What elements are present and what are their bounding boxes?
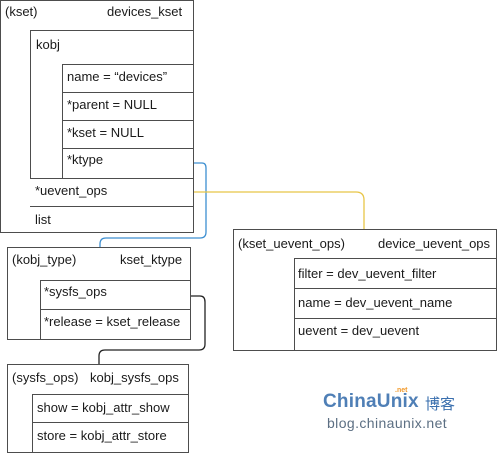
kobj-type-box: (kobj_type) kset_ktype *sysfs_ops *relea…	[7, 247, 191, 340]
kobj-type-instance-name: kset_ktype	[120, 252, 183, 267]
kobj-label: kobj	[36, 37, 60, 52]
kset-type-label: (kset)	[5, 4, 38, 19]
kobj-field-ktype: *ktype	[67, 152, 104, 167]
kobj-field-parent: *parent = NULL	[67, 97, 157, 112]
kset-uevent-ops-instance-name: device_uevent_ops	[378, 236, 491, 251]
chinaunix-logo-tag: 博客	[425, 396, 456, 413]
kobj-field-name: name = “devices”	[67, 69, 168, 84]
kset-uevent-ops-type-label: (kset_uevent_ops)	[238, 236, 345, 251]
sysfs-ops-field-show: show = kobj_attr_show	[37, 400, 170, 415]
chinaunix-logo-text: ChinaUnix	[323, 391, 419, 412]
kset-field-uevent-ops: *uevent_ops	[35, 183, 108, 198]
watermark-url: blog.chinaunix.net	[327, 415, 448, 431]
sysfs-ops-instance-name: kobj_sysfs_ops	[90, 370, 179, 385]
kobj-type-type-label: (kobj_type)	[12, 252, 77, 267]
kobj-field-kset: *kset = NULL	[67, 125, 144, 140]
ktype-to-kobj-type-connector	[99, 162, 207, 247]
kset-instance-name: devices_kset	[107, 4, 183, 19]
kset-box: (kset) devices_kset kobj name = “devices…	[0, 0, 194, 233]
kset-uevent-ops-box: (kset_uevent_ops) device_uevent_ops filt…	[233, 229, 497, 351]
sysfs-ops-box: (sysfs_ops) kobj_sysfs_ops show = kobj_a…	[7, 364, 189, 453]
uevent-ops-field-name: name = dev_uevent_name	[298, 295, 453, 310]
kobj-type-field-release: *release = kset_release	[44, 314, 181, 329]
kset-field-list: list	[35, 212, 51, 227]
sysfs-ops-field-store: store = kobj_attr_store	[37, 428, 167, 443]
uevent-ops-field-filter: filter = dev_uevent_filter	[298, 266, 437, 281]
sysfs-ops-type-label: (sysfs_ops)	[12, 370, 79, 385]
uevent-ops-field-uevent: uevent = dev_uevent	[298, 323, 420, 338]
sysfs-ops-to-sysfs-ops-box-connector	[98, 295, 206, 364]
chinaunix-logo-net: .net	[395, 387, 408, 394]
kobj-type-field-sysfs-ops: *sysfs_ops	[44, 284, 107, 299]
uevent-ops-to-kset-uevent-ops-connector	[193, 191, 365, 229]
